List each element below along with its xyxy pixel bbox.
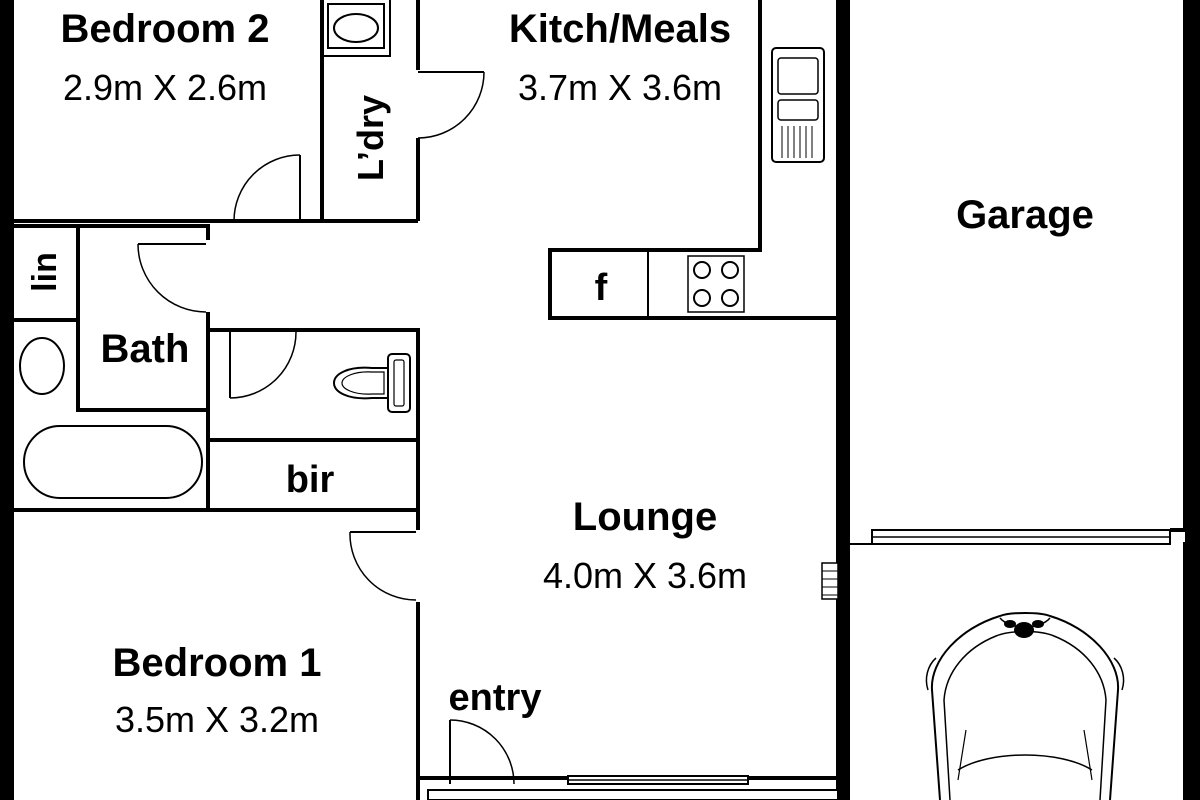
cooktop-icon [687,255,745,313]
laundry-trough-outline [322,0,391,57]
room-label-lounge: Lounge [573,495,717,539]
room-label-linen: lin [26,252,64,292]
wall-kitchen-bench [548,0,838,320]
house-outer-wall [10,0,840,800]
heater-vent-icon [821,562,839,600]
window-icon [567,775,749,785]
room-label-bedroom2: Bedroom 2 [61,7,270,51]
washing-machine-icon [327,3,385,49]
door-icon [349,531,417,601]
room-dims-kitchen: 3.7m X 3.6m [518,67,722,108]
garage-wall [846,0,1187,800]
room-label-fridge: f [595,267,608,309]
room-dims-bedroom2: 2.9m X 2.6m [63,67,267,108]
windows [427,562,839,800]
room-label-bath: Bath [101,327,190,371]
garage-floor [848,0,1185,800]
wall-bath-inner [76,226,208,412]
garage-door-window [871,529,1171,545]
bathtub-icon [23,425,203,499]
car-icon [925,612,1125,800]
door-icon [449,719,515,785]
doors [137,71,515,785]
room-labels: Bedroom 2 2.9m X 2.6m Kitch/Meals 3.7m X… [26,7,1094,740]
interior-walls [12,0,838,800]
front-strip [427,789,839,800]
house-floor [12,0,838,800]
door-icon [137,243,207,313]
fixtures [19,0,1125,800]
room-dims-lounge: 4.0m X 3.6m [543,555,747,596]
garage-wall-lower [1170,528,1192,800]
room-dims-bedroom1: 3.5m X 3.2m [115,699,319,740]
garage-area [846,0,1192,800]
room-label-garage: Garage [956,193,1094,237]
room-label-laundry: L’dry [350,95,391,181]
toilet-icon [332,353,411,413]
vanity-basin-icon [19,337,65,395]
wall-laundry [320,0,420,221]
door-icon [233,154,301,222]
door-icon [417,71,485,139]
door-icon [229,331,297,399]
room-label-bir: bir [286,459,335,501]
room-label-kitchen: Kitch/Meals [509,7,731,51]
room-label-bedroom1: Bedroom 1 [113,641,322,685]
sink-icon [771,47,825,163]
room-label-entry: entry [449,677,542,719]
house-shell [10,0,840,800]
